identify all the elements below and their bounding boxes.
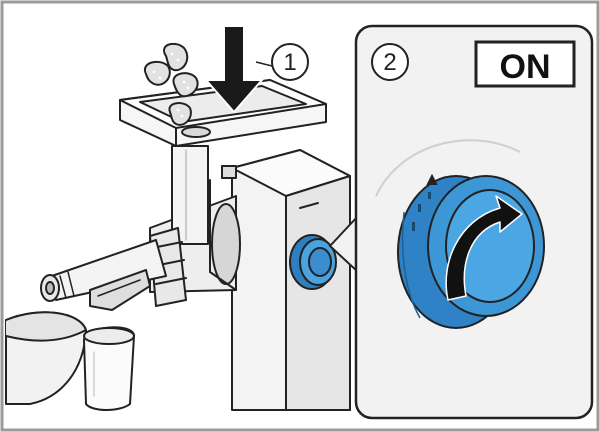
position-mark	[418, 204, 421, 212]
position-mark	[412, 222, 415, 231]
on-label: ON	[500, 48, 551, 86]
motor-housing	[231, 149, 351, 411]
grinder-scene	[5, 42, 351, 411]
step-1-number: 1	[283, 49, 296, 76]
feeding-neck	[171, 145, 209, 245]
bowl	[5, 311, 87, 405]
strawberry	[143, 60, 171, 86]
on-label-box	[474, 40, 576, 88]
strawberry	[163, 42, 189, 72]
strawberry	[172, 72, 199, 98]
housing-knob	[289, 234, 337, 290]
step-2-number: 2	[383, 49, 396, 76]
clockwise-arrow-icon	[445, 195, 523, 301]
juice-glass	[83, 326, 135, 411]
position-mark	[428, 192, 431, 199]
strawberry	[168, 102, 192, 126]
step-2-marker	[371, 43, 409, 81]
outlet-spout	[40, 239, 167, 311]
strawberries	[143, 42, 199, 126]
down-arrow-icon	[203, 25, 265, 114]
step-1-marker	[271, 43, 309, 81]
detail-panel: 2 ON	[328, 24, 594, 420]
